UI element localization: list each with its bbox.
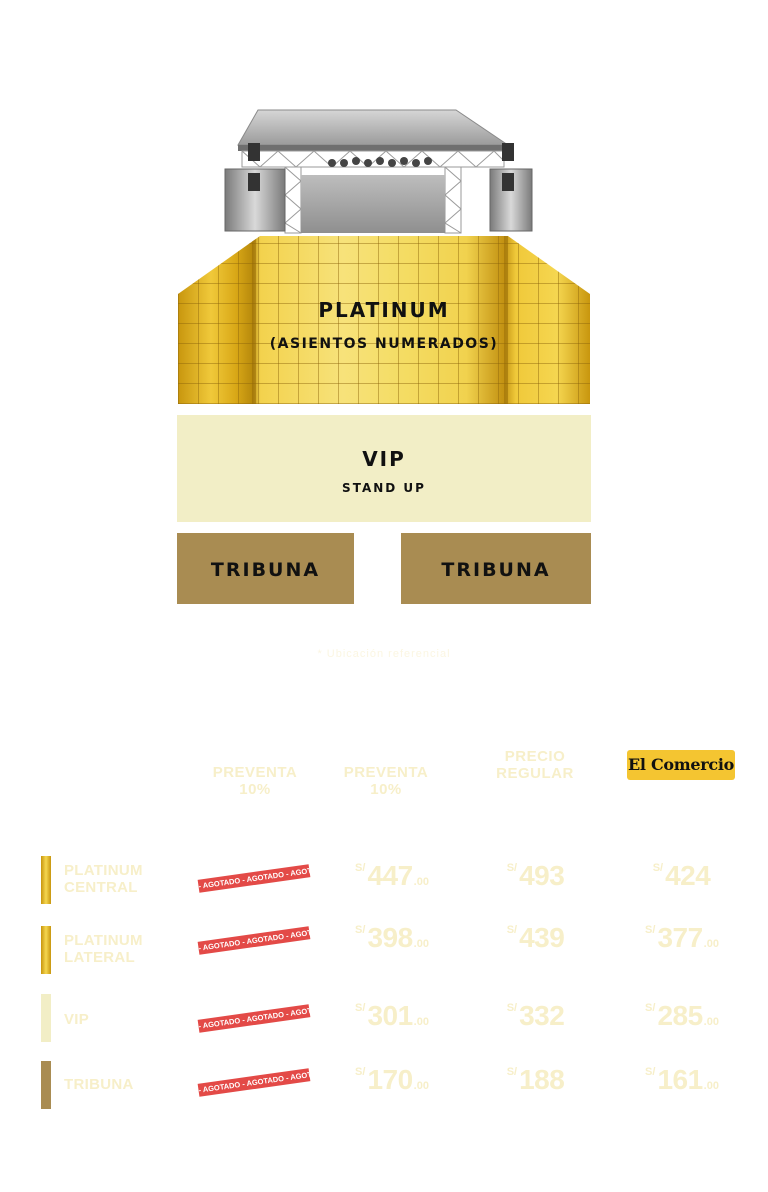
amount: 188 <box>519 1064 565 1095</box>
currency: S/ <box>645 924 656 936</box>
platinum-panel-divider <box>252 236 256 404</box>
decimals: .00 <box>413 1080 429 1092</box>
vip-subtitle: STAND UP <box>342 481 426 495</box>
platinum-panel-divider <box>504 236 508 404</box>
amount: 170 <box>367 1064 413 1095</box>
row-label-line1: VIP <box>64 1011 90 1028</box>
row-label-vip: VIP <box>64 1011 89 1028</box>
amount: 398 <box>367 922 413 953</box>
amount: 377 <box>657 922 703 953</box>
price-comercio-vip: S/285.00 <box>612 1000 752 1032</box>
row-label-line1: TRIBUNA <box>64 1076 134 1093</box>
currency: S/ <box>506 1002 518 1014</box>
header-preventa2-line1: PREVENTA <box>343 764 429 781</box>
currency: S/ <box>355 924 366 936</box>
amount: 439 <box>519 922 565 953</box>
vip-zone[interactable]: VIP STAND UP <box>177 415 591 522</box>
vip-title: VIP <box>362 447 406 471</box>
tribuna-left-zone[interactable]: TRIBUNA <box>177 533 354 604</box>
amount: 424 <box>665 860 711 891</box>
currency: S/ <box>652 862 664 874</box>
currency: S/ <box>506 1066 518 1078</box>
stage-illustration <box>224 109 533 234</box>
decimals: .00 <box>703 1016 719 1028</box>
platinum-title: PLATINUM <box>318 298 450 322</box>
amount: 161 <box>657 1064 703 1095</box>
decimals: .00 <box>413 876 429 888</box>
price-preventa2-tribuna: S/170.00 <box>322 1064 462 1096</box>
price-comercio-platinum-lateral: S/377.00 <box>612 922 752 954</box>
amount: 301 <box>367 1000 413 1031</box>
header-preventa-line1: PREVENTA <box>212 764 298 781</box>
currency: S/ <box>355 1066 366 1078</box>
row-label-tribuna: TRIBUNA <box>64 1076 134 1093</box>
tribuna-right-title: TRIBUNA <box>441 559 551 581</box>
row-color-bar-tribuna <box>41 1061 51 1109</box>
tribuna-left-title: TRIBUNA <box>210 559 321 581</box>
currency: S/ <box>506 924 518 936</box>
decimals: .00 <box>703 938 719 950</box>
price-preventa2-vip: S/301.00 <box>322 1000 462 1032</box>
header-preventa2-line2: 10% <box>370 781 402 799</box>
decimals: .00 <box>703 1080 719 1092</box>
price-regular-platinum-central: S/493 <box>466 860 606 892</box>
soldout-ribbon: - AGOTADO - AGOTADO - AGOTADO - AGOTADO … <box>197 1004 311 1033</box>
price-preventa2-platinum-lateral: S/398.00 <box>322 922 462 954</box>
currency: S/ <box>645 1002 656 1014</box>
platinum-zone[interactable]: PLATINUM (ASIENTOS NUMERADOS) <box>178 236 590 404</box>
price-comercio-platinum-central: S/424 <box>612 860 752 892</box>
header-preventa: PREVENTA 10% <box>192 764 318 807</box>
soldout-ribbon: - AGOTADO - AGOTADO - AGOTADO - AGOTADO … <box>197 926 311 955</box>
header-preventa-2: PREVENTA 10% <box>323 764 449 805</box>
price-regular-vip: S/332 <box>466 1000 606 1032</box>
price-regular-tribuna: S/188 <box>466 1064 606 1096</box>
currency: S/ <box>355 1002 366 1014</box>
el-comercio-logo: El Comercio <box>627 750 735 780</box>
row-color-bar-platinum-lateral <box>41 926 51 974</box>
row-label-platinum-lateral: PLATINUM LATERAL <box>64 932 143 967</box>
row-label-line1: PLATINUM <box>64 932 143 949</box>
tribuna-right-zone[interactable]: TRIBUNA <box>401 533 591 604</box>
decimals: .00 <box>413 938 429 950</box>
platinum-subtitle: (ASIENTOS NUMERADOS) <box>269 336 499 352</box>
amount: 285 <box>657 1000 703 1031</box>
amount: 447 <box>367 860 413 891</box>
row-label-platinum-central: PLATINUM CENTRAL <box>64 862 143 897</box>
header-preventa-line2: 10% <box>239 781 271 799</box>
map-caption: * Ubicación referencial <box>317 648 451 660</box>
row-color-bar-vip <box>41 994 51 1042</box>
header-regular-line2: REGULAR <box>496 765 574 783</box>
currency: S/ <box>506 862 518 874</box>
price-comercio-tribuna: S/161.00 <box>612 1064 752 1096</box>
soldout-ribbon: - AGOTADO - AGOTADO - AGOTADO - AGOTADO … <box>197 864 311 893</box>
soldout-ribbon: - AGOTADO - AGOTADO - AGOTADO - AGOTADO … <box>197 1068 311 1097</box>
row-label-line2: LATERAL <box>64 949 135 967</box>
amount: 493 <box>519 860 565 891</box>
header-el-comercio: El Comercio <box>622 750 740 794</box>
amount: 332 <box>519 1000 565 1031</box>
currency: S/ <box>355 862 366 874</box>
decimals: .00 <box>413 1016 429 1028</box>
header-regular: PRECIO REGULAR <box>465 748 605 789</box>
price-preventa2-platinum-central: S/447.00 <box>322 860 462 892</box>
row-label-line1: PLATINUM <box>64 862 143 879</box>
header-regular-line1: PRECIO <box>504 748 566 765</box>
currency: S/ <box>645 1066 656 1078</box>
row-label-line2: CENTRAL <box>64 879 138 897</box>
price-regular-platinum-lateral: S/439 <box>466 922 606 954</box>
row-color-bar-platinum-central <box>41 856 51 904</box>
